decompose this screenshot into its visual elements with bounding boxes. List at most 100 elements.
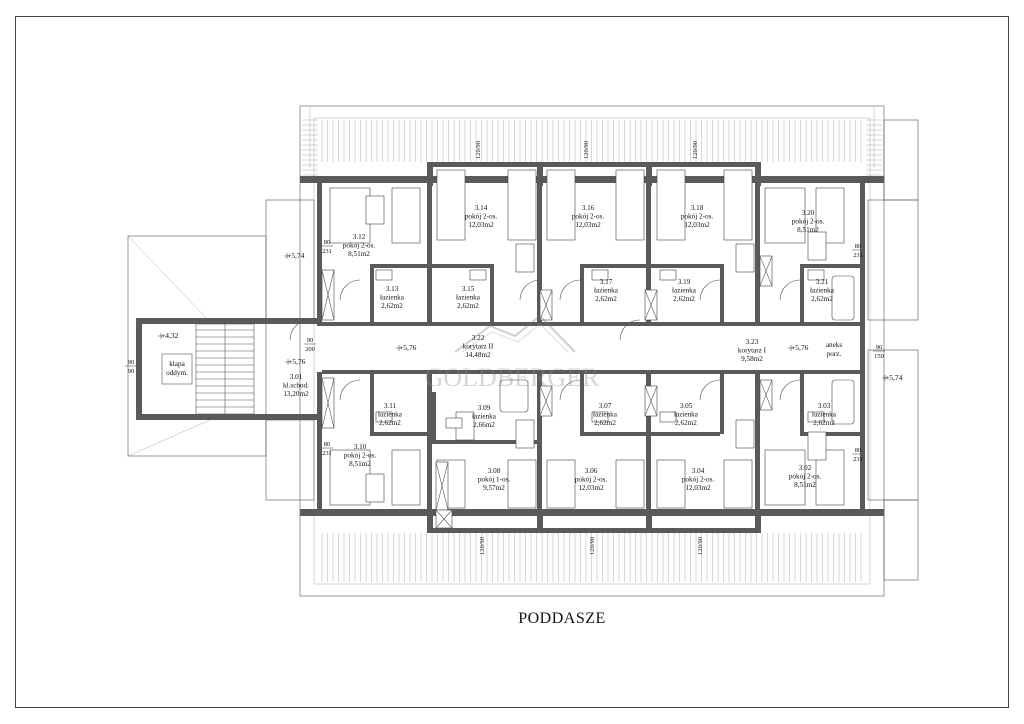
room-name: łazienka [380, 294, 405, 302]
interior-walls [322, 176, 860, 516]
door-height: 231 [322, 248, 332, 255]
room-name: pokój 2-os. [682, 476, 715, 484]
room-name: korytarz II [463, 343, 494, 351]
room-id: 3.12 [353, 233, 366, 241]
room-name: łazienka [672, 287, 697, 295]
room-name: pokój 1-os. [478, 476, 511, 484]
bed [615, 459, 645, 509]
room-area: 12,03m2 [684, 221, 710, 229]
bed [329, 187, 371, 244]
room-id: 3.14 [475, 204, 488, 212]
room-name: łazienka [472, 413, 497, 421]
label-aneks: aneks [826, 341, 843, 349]
room-area: 2,62m2 [381, 302, 403, 310]
roof-outline [127, 105, 919, 597]
bed [764, 449, 806, 506]
room-name: pokój 2-os. [344, 452, 377, 460]
bed [507, 169, 537, 241]
room-id: 3.06 [585, 467, 598, 475]
bed [723, 169, 753, 241]
bed [656, 169, 686, 241]
smoke-hatch-label: klapa oddym. [166, 360, 188, 377]
label-porz: porz. [827, 350, 842, 358]
room-name: łazienka [456, 294, 481, 302]
room-area: 9,58m2 [741, 355, 763, 363]
level-mark: +5,74 [287, 251, 305, 260]
bed [507, 459, 537, 509]
room-area: 2,62m2 [595, 295, 617, 303]
roof-hatch [302, 119, 882, 582]
room-area: 2,62m2 [811, 295, 833, 303]
room-id: 3.19 [678, 278, 691, 286]
door-width: 90 [128, 359, 135, 366]
bed [391, 187, 421, 244]
level-mark: +5,76 [791, 343, 809, 352]
room-area: 8,51m2 [348, 250, 370, 258]
label-oddym: oddym. [166, 369, 188, 377]
level-mark: +5,74 [885, 373, 903, 382]
door-width: 90 [876, 344, 883, 351]
room-area: 2,62m2 [594, 419, 616, 427]
drawing-title: PODDASZE [518, 610, 606, 627]
room-name: pokój 2-os. [572, 213, 605, 221]
bed [546, 459, 576, 509]
window-dimension: 120/90 [692, 141, 699, 159]
bed [329, 449, 371, 506]
door-height: 150 [874, 353, 884, 360]
level-mark: +5,76 [288, 357, 306, 366]
room-id: 3.18 [691, 204, 704, 212]
room-name: pokój 2-os. [465, 213, 498, 221]
level-mark: +5,76 [399, 343, 417, 352]
room-name: łazienka [812, 411, 837, 419]
room-id: 3.08 [488, 467, 501, 475]
room-id: 3.04 [692, 467, 705, 475]
room-name: pokój 2-os. [792, 218, 825, 226]
room-id: 3.23 [746, 338, 759, 346]
door-height: 231 [853, 456, 863, 463]
door-width: 80 [324, 239, 331, 246]
room-id: 3.17 [600, 278, 613, 286]
room-area: 8,51m2 [349, 460, 371, 468]
room-name: korytarz I [738, 347, 767, 355]
room-area: 2,62m2 [675, 419, 697, 427]
watermark-text: GOLDBERGER [425, 363, 600, 392]
room-name: pokój 2-os. [789, 473, 822, 481]
room-area: 2,62m2 [673, 295, 695, 303]
bed [615, 169, 645, 241]
room-area: 12,03m2 [468, 221, 494, 229]
room-id: 3.05 [680, 402, 693, 410]
door-width: 80 [855, 447, 862, 454]
room-id: 3.16 [582, 204, 595, 212]
room-id: 3.07 [599, 402, 612, 410]
room-name: łazienka [674, 411, 699, 419]
bed [656, 459, 686, 509]
door-width: 80 [855, 243, 862, 250]
room-id: 3.15 [462, 285, 475, 293]
bed [764, 187, 806, 244]
door-height: 200 [305, 346, 315, 353]
room-id: 3.22 [472, 334, 485, 342]
smoke-hatch [161, 353, 193, 385]
level-mark: +4,32 [161, 331, 179, 340]
room-area: 2,62m2 [379, 419, 401, 427]
window-dimension: 120/90 [479, 537, 486, 555]
kitchenette-label: aneks porz. [826, 341, 843, 358]
door-height: 231 [322, 450, 332, 457]
door-width: 90 [307, 337, 314, 344]
room-id: 3.01 [290, 373, 303, 381]
staircase [195, 323, 255, 415]
room-name: pokój 2-os. [681, 213, 714, 221]
room-id: 3.11 [384, 402, 397, 410]
room-name: łazienka [810, 287, 835, 295]
bed [546, 169, 576, 241]
room-area: 9,57m2 [483, 484, 505, 492]
room-area: 2,62m2 [813, 419, 835, 427]
room-id: 3.09 [478, 404, 491, 412]
outer-walls [136, 162, 884, 533]
room-area: 8,51m2 [794, 481, 816, 489]
room-name: łazienka [593, 411, 618, 419]
room-area: 2,66m2 [473, 421, 495, 429]
bed [391, 449, 421, 506]
